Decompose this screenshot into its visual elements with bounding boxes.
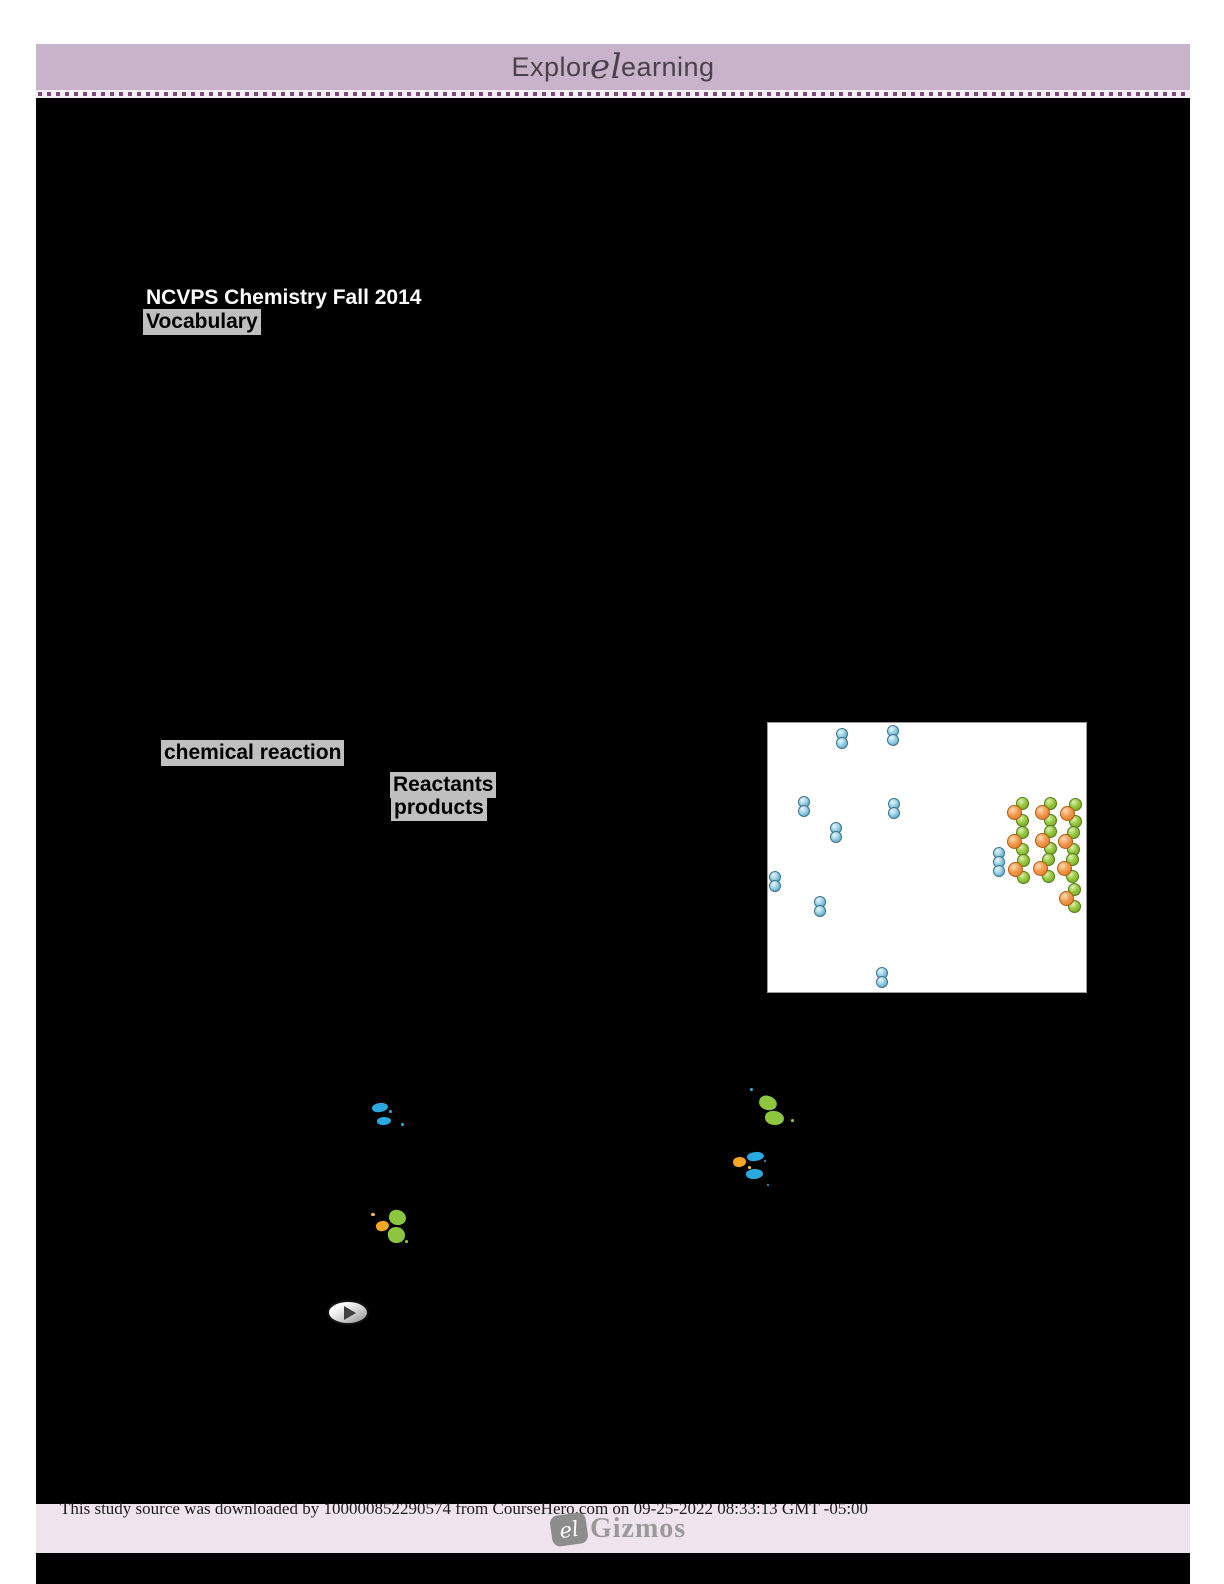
play-triangle-icon <box>344 1305 356 1320</box>
orange-green-molecule <box>1007 826 1031 858</box>
molecule-fragment <box>371 1213 375 1216</box>
gizmos-logo: el Gizmos <box>549 1511 687 1547</box>
orange-atom <box>1033 861 1048 876</box>
blue-diatomic-molecule <box>888 798 900 819</box>
dotted-divider <box>36 90 1190 98</box>
molecule-fragment <box>405 1240 408 1243</box>
blue-atom <box>814 905 826 917</box>
molecule-fragment <box>791 1119 794 1122</box>
blue-diatomic-molecule <box>830 822 842 843</box>
blue-atom <box>798 805 810 817</box>
blue-atom <box>887 734 899 746</box>
blue-atom <box>836 737 848 749</box>
orange-green-molecule <box>1033 853 1057 885</box>
coursehero-download-notice: This study source was downloaded by 1000… <box>60 1499 869 1518</box>
orange-atom <box>1008 862 1023 877</box>
blue-atom <box>993 865 1005 877</box>
orange-atom <box>1059 891 1074 906</box>
blue-diatomic-molecule <box>836 728 848 749</box>
footer-band <box>36 1504 1190 1553</box>
blue-diatomic-molecule <box>798 796 810 817</box>
blue-atom <box>830 831 842 843</box>
blue-atom <box>769 880 781 892</box>
molecule-fragment <box>767 1184 769 1186</box>
orange-green-molecule <box>1035 825 1059 857</box>
play-button-icon <box>327 1300 369 1325</box>
bottom-redaction-strip <box>36 1553 1190 1584</box>
blue-atom <box>876 976 888 988</box>
orange-atom <box>1057 861 1072 876</box>
orange-green-molecule <box>1060 798 1084 830</box>
orange-green-molecule <box>1035 797 1059 829</box>
orange-atom <box>1007 805 1022 820</box>
orange-atom <box>1035 805 1050 820</box>
orange-atom <box>1007 834 1022 849</box>
logo-text-post: earning <box>620 51 715 82</box>
orange-green-molecule <box>1057 853 1081 885</box>
orange-green-molecule <box>1008 854 1032 886</box>
blue-diatomic-molecule <box>876 967 888 988</box>
orange-green-molecule <box>1007 797 1031 829</box>
orange-atom <box>1035 833 1050 848</box>
molecule-fragment <box>764 1160 766 1162</box>
term-products: products <box>391 795 487 821</box>
blue-diatomic-molecule <box>887 725 899 746</box>
gizmo-sim-box <box>767 722 1087 993</box>
blue-diatomic-molecule <box>814 896 826 917</box>
blue-atom <box>888 807 900 819</box>
course-title: NCVPS Chemistry Fall 2014 <box>146 286 422 309</box>
orange-green-molecule <box>1059 883 1083 915</box>
molecule-fragment <box>401 1123 404 1126</box>
orange-atom <box>1060 806 1075 821</box>
term-reactants: Reactants <box>390 772 497 798</box>
orange-green-molecule <box>1058 826 1082 858</box>
blue-diatomic-molecule <box>769 871 781 892</box>
term-chemical-reaction: chemical reaction <box>161 740 345 766</box>
gizmos-el-badge-icon: el <box>549 1511 589 1547</box>
molecule-fragment <box>750 1088 753 1091</box>
molecule-fragment <box>748 1166 751 1169</box>
orange-atom <box>1058 834 1073 849</box>
molecule-fragment <box>389 1110 392 1113</box>
gizmos-logo-text: Gizmos <box>590 1513 687 1544</box>
logo-text-pre: Explor <box>511 51 591 82</box>
logo-script-el: el <box>589 46 622 87</box>
blue-diatomic-molecule <box>993 847 1005 877</box>
vocabulary-heading: Vocabulary <box>143 309 261 335</box>
